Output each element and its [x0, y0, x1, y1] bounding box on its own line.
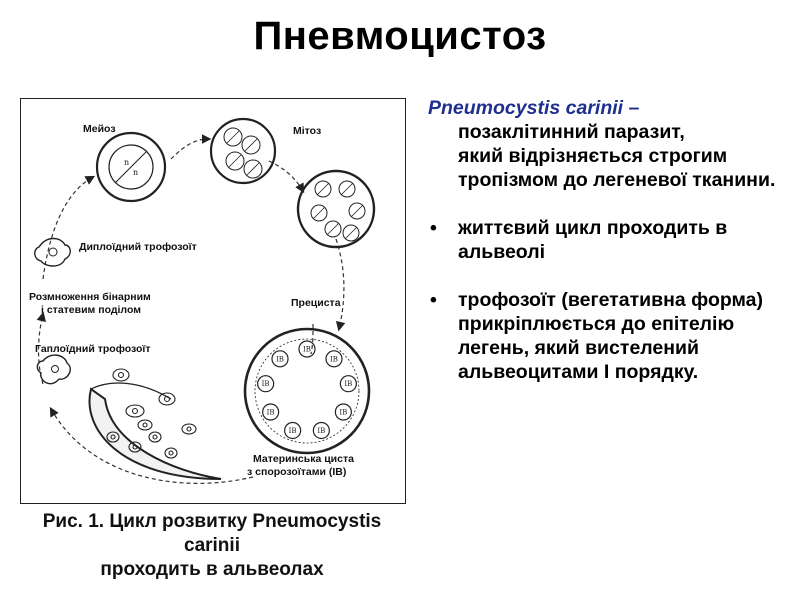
sporozoites-ib: IB IB IB IB IB IB IB IB IB — [257, 340, 357, 440]
sporozoite — [271, 350, 289, 368]
caption-line-1: Рис. 1. Цикл розвитку Pneumocystis carin… — [42, 511, 382, 556]
mother-cyst — [243, 327, 371, 455]
sporozoite — [257, 375, 275, 393]
meiosis-cell: n n — [95, 131, 167, 203]
label-mitosis: Мітоз — [293, 125, 322, 137]
bullet-text: життєвий цикл проходить в альвеолі — [458, 217, 728, 263]
bullet-item: • трофозоїт (вегетативна форма) прикріпл… — [428, 288, 788, 384]
sporozoite — [325, 350, 343, 368]
label-precyst: Прециста — [291, 297, 341, 309]
sporozoite — [334, 403, 352, 421]
label-reproduction-2: і статевим поділом — [41, 304, 142, 316]
figure-caption: Рис. 1. Цикл розвитку Pneumocystis carin… — [20, 510, 404, 582]
sporozoite-label: IB — [344, 380, 352, 388]
label-diploid-trophozoite: Диплоїдний трофозоїт — [79, 241, 197, 253]
haploid-trophozoite — [36, 354, 71, 385]
bullet-item: • життєвий цикл проходить в альвеолі — [428, 216, 788, 264]
label-mother-cyst-1: Материнська циста — [253, 453, 354, 465]
life-cycle-figure: n n — [20, 98, 406, 504]
sporozoite-label: IB — [262, 380, 270, 388]
intro-rest: який відрізняється строгим тропізмом до … — [458, 145, 776, 191]
diploid-trophozoite — [34, 237, 71, 267]
sporozoite — [339, 375, 357, 393]
svg-text:n: n — [133, 168, 138, 177]
label-reproduction-1: Розмноження бінарним — [29, 291, 151, 303]
sporozoite-label: IB — [289, 427, 297, 435]
text-panel: Pneumocystis carinii – позаклітинний пар… — [428, 96, 788, 384]
intro-line-1: позаклітинний паразит, — [458, 121, 685, 143]
mitosis-cell — [209, 117, 277, 185]
sporozoite-label: IB — [317, 427, 325, 435]
label-haploid-trophozoite: Гаплоїдний трофозоїт — [35, 343, 151, 355]
sporozoite-label: IB — [339, 409, 347, 417]
alveolar-epithelium — [88, 387, 222, 480]
small-trophozoites — [106, 368, 197, 459]
intro-dash: – — [623, 97, 640, 119]
sporozoite-label: IB — [330, 355, 338, 363]
sporozoite-label: IB — [267, 409, 275, 417]
life-cycle-diagram: n n — [34, 117, 376, 484]
precyst-cell — [296, 169, 376, 249]
sporozoite-label: IB — [303, 346, 311, 354]
bullet-icon: • — [430, 289, 437, 311]
bullet-text: трофозоїт (вегетативна форма) прикріплює… — [458, 289, 764, 383]
intro-paragraph: Pneumocystis carinii – позаклітинний пар… — [428, 96, 788, 192]
sporozoite — [284, 421, 302, 440]
sporozoite — [298, 340, 316, 358]
slide-title: Пневмоцистоз — [253, 14, 547, 58]
label-mother-cyst-2: з спорозоїтами (ІВ) — [247, 466, 347, 478]
species-name: Pneumocystis carinii — [428, 97, 624, 119]
svg-text:n: n — [124, 158, 129, 167]
bullet-icon: • — [430, 217, 437, 239]
sporozoite — [262, 403, 280, 421]
sporozoite — [312, 421, 330, 440]
caption-line-2: проходить в альвеолах — [100, 559, 324, 580]
sporozoite-label: IB — [276, 355, 284, 363]
label-meiosis: Мейоз — [83, 123, 116, 135]
